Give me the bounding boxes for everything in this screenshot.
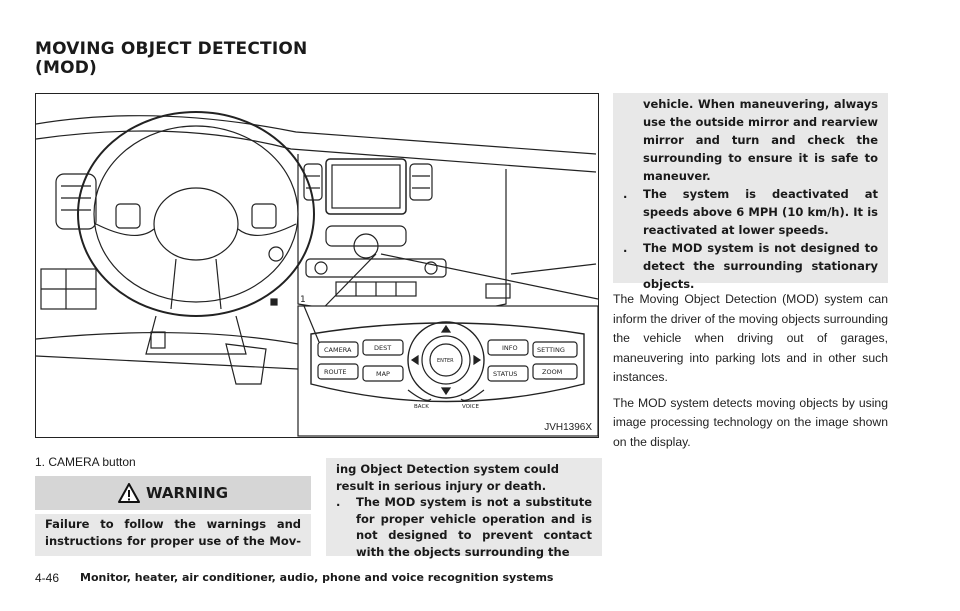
- label-zoom: ZOOM: [542, 368, 562, 376]
- warning-bullet: . The MOD system is not a substitute for…: [336, 494, 592, 560]
- label-info: INFO: [502, 344, 518, 352]
- figure-code: JVH1396X: [544, 422, 592, 433]
- warning-text-left: Failure to follow the warnings and instr…: [35, 514, 311, 556]
- callout-number: 1: [300, 295, 306, 305]
- warning-header: WARNING: [35, 476, 311, 510]
- label-setting: SETTING: [537, 346, 565, 354]
- warning-label: WARNING: [145, 484, 229, 502]
- body-paragraph: The Moving Object Detection (MOD) system…: [613, 292, 888, 384]
- bullet-text: The MOD system is not designed to detect…: [643, 241, 878, 291]
- chapter-title: Monitor, heater, air conditioner, audio,…: [80, 571, 554, 584]
- figure-caption: 1. CAMERA button: [35, 455, 136, 469]
- label-back: BACK: [414, 404, 429, 410]
- warning-text-middle: ing Object Detection system could result…: [326, 458, 602, 559]
- warning-bullet: . The system is deactivated at speeds ab…: [623, 185, 878, 239]
- bullet-text: The system is deactivated at speeds abov…: [643, 187, 878, 237]
- warning-intro: ing Object Detection system could result…: [336, 462, 559, 493]
- label-camera: CAMERA: [324, 346, 352, 354]
- label-voice: VOICE: [462, 404, 479, 410]
- bullet-mark: .: [623, 187, 628, 201]
- bullet-mark: .: [336, 495, 341, 509]
- warning-continuation: vehicle. When maneuvering, always use th…: [643, 97, 878, 183]
- label-route: ROUTE: [324, 368, 346, 376]
- warning-bullet: . The MOD system is not designed to dete…: [623, 239, 878, 293]
- warning-icon: [117, 483, 140, 503]
- bullet-text: The MOD system is not a substitute for p…: [356, 495, 592, 559]
- section-title: MOVING OBJECT DETECTION (MOD): [35, 40, 307, 78]
- body-paragraph: The MOD system detects moving objects by…: [613, 395, 888, 449]
- warning-text-right: vehicle. When maneuvering, always use th…: [613, 93, 888, 291]
- section-title-line2: (MOD): [35, 58, 98, 78]
- label-map: MAP: [376, 370, 390, 378]
- label-dest: DEST: [374, 344, 391, 352]
- label-status: STATUS: [493, 370, 517, 378]
- body-text: The Moving Object Detection (MOD) system…: [613, 290, 888, 458]
- section-title-line1: MOVING OBJECT DETECTION: [35, 39, 308, 59]
- dashboard-figure: CAMERA DEST ROUTE MAP INFO SETTING STATU…: [35, 93, 599, 438]
- label-enter: ENTER: [437, 358, 454, 364]
- dashboard-illustration: CAMERA DEST ROUTE MAP INFO SETTING STATU…: [36, 111, 598, 437]
- page-number: 4-46: [35, 571, 60, 585]
- bullet-mark: .: [623, 241, 628, 255]
